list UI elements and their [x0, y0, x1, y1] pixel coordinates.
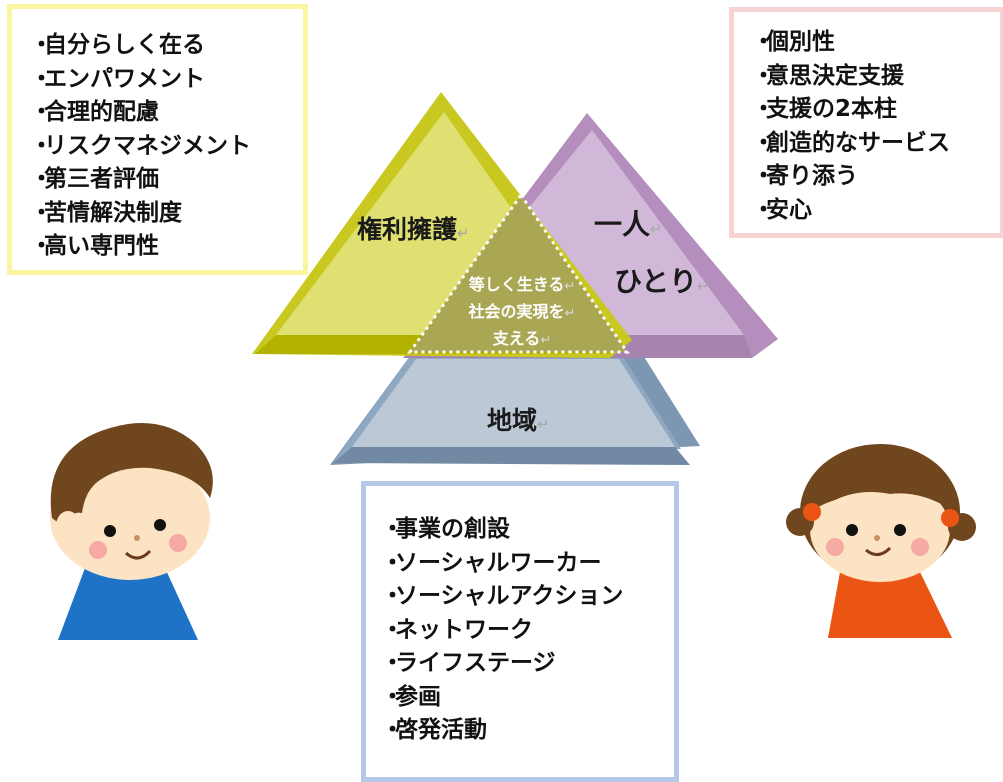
list-item: ・事業の創設 [381, 516, 510, 542]
return-mark-icon: ↵ [564, 306, 576, 321]
rights-label: 権利擁護↵ [357, 215, 470, 244]
list-item: ・創造的なサービス [752, 129, 950, 156]
list-item: ・ライフステージ [381, 650, 556, 676]
list-item: ・第三者評価 [30, 166, 159, 192]
rights-list: ・自分らしく在る ・エンパワメント ・合理的配慮 ・リスクマネジメント ・第三者… [30, 29, 303, 264]
list-item: ・合理的配慮 [30, 99, 159, 125]
community-label: 地域↵ [487, 406, 550, 435]
list-item: ・ソーシャルアクション [381, 583, 624, 609]
list-item: ・高い専門性 [30, 233, 159, 259]
list-item: ・安心 [752, 196, 812, 223]
list-item: ・苦情解決制度 [30, 199, 182, 226]
list-item: ・参画 [381, 683, 441, 710]
community-list: ・事業の創設 ・ソーシャルワーカー ・ソーシャルアクション ・ネットワーク ・ラ… [381, 513, 674, 748]
person-label: 一人↵ [594, 208, 663, 241]
list-item: ・意思決定支援 [752, 62, 904, 89]
return-mark-icon: ↵ [537, 415, 550, 433]
list-item: ・ソーシャルワーカー [381, 549, 602, 576]
overlap-region [407, 192, 630, 354]
center-line-1: 等しく生きる [468, 275, 565, 294]
list-item: ・リスクマネジメント [30, 132, 251, 159]
list-item: ・個別性 [752, 29, 835, 55]
community-triangle [330, 352, 700, 465]
list-item: ・啓発活動 [381, 717, 487, 743]
rights-list-box: ・自分らしく在る ・エンパワメント ・合理的配慮 ・リスクマネジメント ・第三者… [7, 4, 308, 275]
list-item: ・支援の2本柱 [752, 96, 898, 122]
hitori-label: ひとり↵ [614, 265, 710, 298]
list-item: ・エンパワメント [30, 65, 205, 92]
center-text: 等しく生きる↵ 社会の実現を↵ 支える↵ [447, 272, 597, 353]
boy-illustration [50, 423, 213, 640]
person-list-box: ・個別性 ・意思決定支援 ・支援の2本柱 ・創造的なサービス ・寄り添う ・安心 [729, 7, 1003, 238]
list-item: ・寄り添う [752, 163, 858, 189]
list-item: ・自分らしく在る [30, 32, 205, 58]
return-mark-icon: ↵ [457, 224, 470, 242]
return-mark-icon: ↵ [540, 333, 552, 348]
return-mark-icon: ↵ [564, 279, 576, 294]
center-line-2: 社会の実現を [468, 302, 565, 321]
list-item: ・ネットワーク [381, 616, 533, 643]
girl-illustration [786, 444, 976, 638]
person-list: ・個別性 ・意思決定支援 ・支援の2本柱 ・創造的なサービス ・寄り添う ・安心 [752, 26, 1000, 227]
return-mark-icon: ↵ [697, 277, 710, 295]
community-list-box: ・事業の創設 ・ソーシャルワーカー ・ソーシャルアクション ・ネットワーク ・ラ… [361, 481, 679, 782]
return-mark-icon: ↵ [650, 220, 663, 238]
center-line-3: 支える [492, 329, 541, 348]
